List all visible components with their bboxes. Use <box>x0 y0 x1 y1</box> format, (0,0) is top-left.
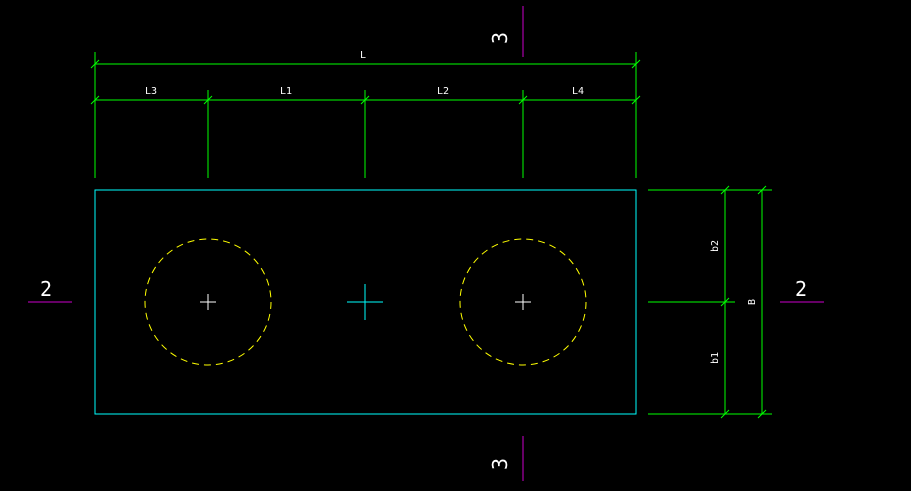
hole-left-circle <box>144 238 272 366</box>
tick-mark <box>720 297 730 307</box>
section-label-bottom: 3 <box>488 458 512 470</box>
tick-mark <box>360 95 370 105</box>
hole-right-circle <box>459 238 587 366</box>
label-b2: b2 <box>710 240 721 252</box>
section-label-left: 2 <box>40 277 52 301</box>
label-b1: b1 <box>710 352 721 364</box>
label-L3: L3 <box>145 86 157 97</box>
dimension-lines <box>90 52 772 419</box>
tick-mark <box>720 409 730 419</box>
tick-mark <box>518 95 528 105</box>
section-labels: 2 2 3 3 <box>40 32 807 470</box>
tick-mark <box>757 409 767 419</box>
tick-mark <box>631 59 641 69</box>
label-L4: L4 <box>572 86 584 97</box>
tick-mark <box>720 185 730 195</box>
plate-center-mark <box>347 284 383 320</box>
section-label-right: 2 <box>795 277 807 301</box>
tick-mark <box>631 95 641 105</box>
label-B: B <box>747 299 758 305</box>
label-L1: L1 <box>280 86 292 97</box>
tick-mark <box>90 95 100 105</box>
label-L2: L2 <box>437 86 449 97</box>
section-label-top: 3 <box>488 32 512 44</box>
tick-mark <box>90 59 100 69</box>
hole-center-marks <box>200 294 531 310</box>
tick-mark <box>203 95 213 105</box>
dimension-labels: L L3 L1 L2 L4 b2 b1 B <box>145 50 758 364</box>
plate-outline <box>94 189 637 415</box>
tick-mark <box>757 185 767 195</box>
section-markers <box>28 6 824 481</box>
label-L: L <box>360 50 366 61</box>
